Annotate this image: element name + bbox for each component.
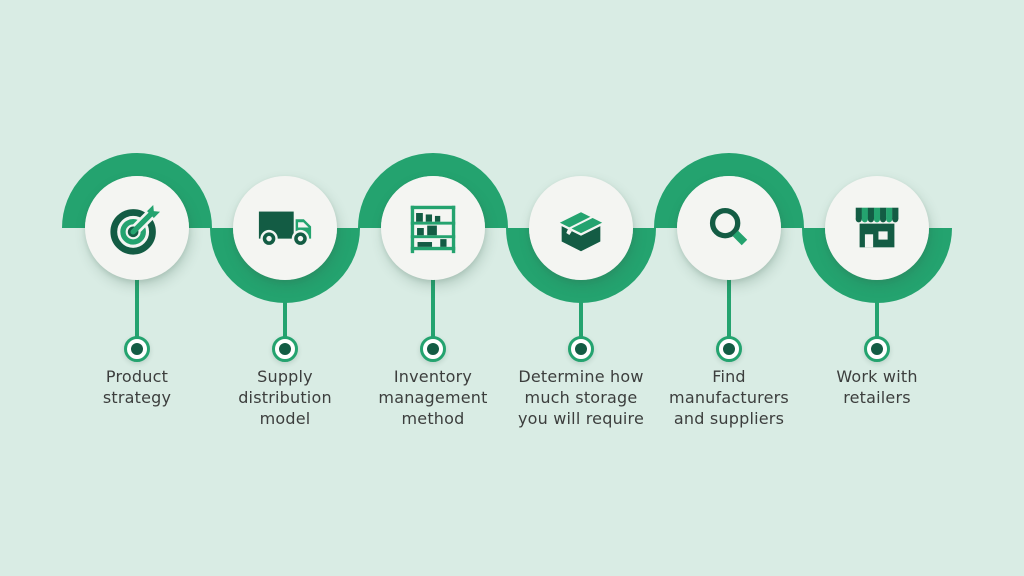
truck-icon bbox=[258, 211, 312, 248]
wave-arc bbox=[358, 153, 508, 228]
step-label-line: you will require bbox=[517, 409, 645, 428]
wave-arc bbox=[210, 228, 360, 303]
step-circle bbox=[381, 176, 485, 280]
step-label-line: model bbox=[259, 409, 311, 428]
magnifier-icon bbox=[709, 207, 748, 246]
step-marker bbox=[272, 336, 298, 362]
step-marker bbox=[420, 336, 446, 362]
connector-line bbox=[135, 277, 139, 337]
wave-arc bbox=[802, 228, 952, 303]
step-label-line: distribution bbox=[238, 388, 332, 407]
step-label: Find manufacturers and suppliers bbox=[641, 366, 817, 429]
wave-arc bbox=[506, 228, 656, 303]
step-label-line: method bbox=[401, 409, 465, 428]
step-label-line: Inventory bbox=[393, 367, 473, 386]
wave-arc bbox=[654, 153, 804, 228]
step-circle bbox=[529, 176, 633, 280]
marker-dot bbox=[279, 343, 291, 355]
connector-line bbox=[875, 300, 879, 337]
marker-dot bbox=[723, 343, 735, 355]
step-label-line: and suppliers bbox=[673, 409, 785, 428]
step-marker bbox=[716, 336, 742, 362]
marker-dot bbox=[131, 343, 143, 355]
step-label-line: management bbox=[378, 388, 488, 407]
marker-dot bbox=[427, 343, 439, 355]
step-label-line: retailers bbox=[843, 388, 911, 407]
step-label-line: much storage bbox=[524, 388, 638, 407]
step-label: Determine how much storage you will requir… bbox=[493, 366, 669, 429]
marker-dot bbox=[871, 343, 883, 355]
step-label-line: strategy bbox=[102, 388, 172, 407]
connector-line bbox=[431, 277, 435, 337]
connector-line bbox=[727, 277, 731, 337]
shelf-icon bbox=[410, 205, 456, 254]
step-label: Inventory management method bbox=[345, 366, 521, 429]
step-circle bbox=[825, 176, 929, 280]
step-label-line: Product bbox=[105, 367, 169, 386]
step-label: Work with retailers bbox=[789, 366, 965, 408]
step-label: Supply distribution model bbox=[197, 366, 373, 429]
step-label-line: Determine how bbox=[518, 367, 644, 386]
step-marker bbox=[568, 336, 594, 362]
connector-line bbox=[283, 300, 287, 337]
marker-dot bbox=[575, 343, 587, 355]
step-label-line: Find bbox=[712, 367, 746, 386]
step-label-line: Work with bbox=[836, 367, 918, 386]
wave-arc bbox=[62, 153, 212, 228]
target-icon bbox=[110, 201, 164, 255]
step-label-line: manufacturers bbox=[669, 388, 789, 407]
store-icon bbox=[855, 207, 899, 248]
connector-line bbox=[579, 300, 583, 337]
step-label-line: Supply bbox=[257, 367, 313, 386]
box-icon bbox=[556, 210, 606, 252]
step-circle bbox=[233, 176, 337, 280]
step-circle bbox=[677, 176, 781, 280]
step-circle bbox=[85, 176, 189, 280]
step-marker bbox=[864, 336, 890, 362]
step-label: Product strategy bbox=[49, 366, 225, 408]
step-marker bbox=[124, 336, 150, 362]
